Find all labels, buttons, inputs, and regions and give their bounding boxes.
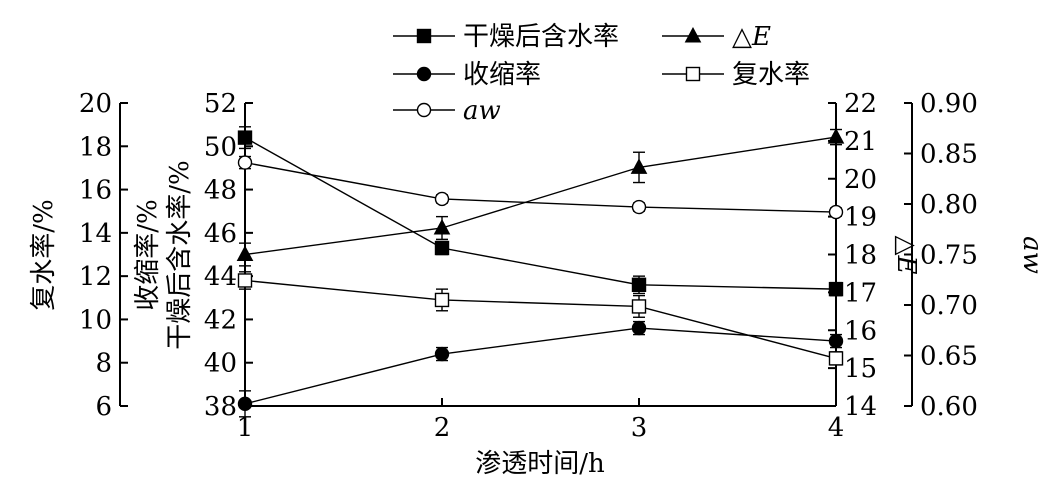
deltaE-tick-label: 20	[844, 165, 877, 195]
series-line-shrink	[244, 327, 837, 405]
data-point-deltaE	[827, 128, 845, 144]
main-tick-label: 46	[204, 219, 237, 249]
legend-marker-shrink	[416, 66, 432, 82]
deltaE-tick-label: 18	[844, 241, 877, 271]
aw-tick-label: 0.75	[920, 241, 978, 271]
deltaE-tick-label: 14	[844, 392, 877, 422]
x-tick-label: 3	[631, 413, 648, 443]
main-tick-label: 50	[204, 132, 237, 162]
series-layer	[236, 126, 845, 418]
aw-tick-label: 0.90	[920, 89, 978, 119]
data-point-aw	[237, 155, 253, 170]
data-point-aw	[828, 204, 844, 220]
fuShui-tick-label: 8	[95, 349, 112, 379]
series-fushui	[237, 271, 844, 366]
fuShui-tick-label: 10	[79, 305, 112, 335]
series-line-deltaE	[244, 136, 837, 256]
fuShui-tick-label: 6	[95, 392, 112, 422]
data-point-deltaE	[630, 158, 648, 174]
legend-item-deltaE: △E	[662, 22, 771, 52]
data-point-fushui	[434, 292, 450, 308]
legend-marker-deltaE	[684, 26, 702, 43]
aw-tick-label: 0.85	[920, 140, 978, 170]
x-axis-title: 渗透时间/h	[475, 449, 605, 479]
main-tick-label: 52	[204, 89, 237, 119]
data-point-fushui	[631, 299, 647, 314]
series-deltaE	[236, 128, 845, 267]
main-tick-label: 44	[204, 262, 237, 292]
data-point-moisture	[631, 277, 647, 292]
aw-tick-label: 0.60	[920, 392, 978, 422]
x-tick-label: 4	[828, 413, 845, 443]
legend-marker-fushui	[685, 66, 701, 82]
fushui-axis-title: 复水率/%	[29, 199, 59, 310]
deltaE-tick-label: 19	[844, 203, 877, 233]
series-shrink	[237, 320, 844, 418]
legend-label-aw: aw	[463, 96, 501, 126]
series-aw	[237, 155, 844, 220]
data-point-moisture	[237, 130, 253, 145]
legend-item-moisture: 干燥后含水率	[393, 22, 619, 52]
deltaE-tick-label: 21	[844, 127, 877, 157]
deltaE-tick-label: 22	[844, 89, 877, 119]
legend-label-moisture: 干燥后含水率	[463, 22, 619, 52]
x-tick-label: 2	[434, 413, 451, 443]
legend-label-fushui: 复水率	[732, 60, 810, 90]
legend-item-aw: aw	[393, 96, 501, 126]
data-point-shrink	[434, 346, 450, 362]
legend-label-shrink: 收缩率	[463, 60, 541, 90]
data-point-aw	[434, 191, 450, 207]
series-line-moisture	[244, 137, 837, 290]
legend-item-fushui: 复水率	[662, 60, 810, 90]
aw-tick-label: 0.70	[920, 291, 978, 321]
deltaE-tick-label: 17	[844, 278, 877, 308]
moisture-axis-title: 干燥后含水率/%	[165, 160, 195, 349]
legend-label-deltaE: △E	[732, 22, 771, 52]
fuShui-tick-label: 14	[79, 219, 112, 249]
deltaE-tick-label: 15	[844, 354, 877, 384]
x-tick-label: 1	[237, 413, 254, 443]
series-line-aw	[244, 161, 837, 213]
data-point-deltaE	[433, 218, 451, 235]
data-point-moisture	[828, 281, 844, 297]
data-point-aw	[631, 199, 647, 215]
legend-layer: 干燥后含水率 △E 收缩率 复水率 aw	[393, 22, 810, 126]
data-point-fushui	[828, 351, 844, 366]
data-point-shrink	[828, 333, 844, 349]
main-tick-label: 48	[204, 176, 237, 206]
aw-tick-label: 0.65	[920, 342, 978, 372]
data-point-deltaE	[236, 245, 254, 261]
data-point-shrink	[631, 320, 647, 336]
data-point-fushui	[237, 273, 253, 288]
series-line-fushui	[244, 279, 837, 360]
fuShui-tick-label: 20	[79, 89, 112, 119]
main-tick-label: 42	[204, 305, 237, 335]
shrink-axis-title: 收缩率/%	[133, 199, 163, 310]
legend-item-shrink: 收缩率	[393, 60, 541, 90]
fuShui-tick-label: 12	[79, 262, 112, 292]
fuShui-tick-label: 16	[79, 176, 112, 206]
legend-marker-aw	[416, 102, 432, 118]
fuShui-tick-label: 18	[79, 132, 112, 162]
aw-tick-label: 0.80	[920, 190, 978, 220]
deltaE-tick-label: 16	[844, 316, 877, 346]
data-point-moisture	[434, 240, 450, 256]
main-tick-label: 40	[204, 349, 237, 379]
aw-axis-title: aw	[1017, 236, 1047, 274]
data-point-shrink	[237, 396, 253, 412]
main-tick-label: 38	[204, 392, 237, 422]
series-moisture	[237, 126, 844, 297]
legend-marker-moisture	[416, 28, 432, 44]
deltae-axis-title: △E	[891, 236, 921, 275]
